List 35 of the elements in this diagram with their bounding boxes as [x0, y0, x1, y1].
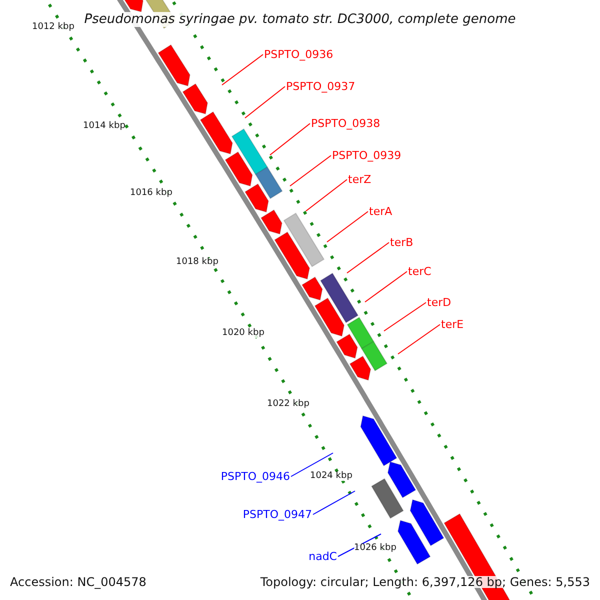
scale-label: 1020 kbp: [222, 329, 264, 338]
leader-line: [244, 86, 286, 118]
gene-label: PSPTO_0937: [286, 81, 356, 92]
gene-label: PSPTO_0938: [311, 118, 380, 129]
gene-label: PSPTO_0946: [220, 471, 290, 482]
gene-label: nadC: [308, 551, 337, 562]
leader-line: [306, 179, 348, 212]
scale-label: 1024 kbp: [310, 472, 352, 481]
scale-label: 1016 kbp: [130, 189, 172, 198]
scale-label: 1026 kbp: [354, 544, 396, 553]
scale-label: 1022 kbp: [267, 400, 310, 409]
gene-label: terC: [408, 266, 432, 277]
leader-line: [290, 155, 332, 186]
leader-line: [398, 324, 440, 354]
gene-label: terB: [390, 237, 414, 248]
scale-label: 1018 kbp: [176, 258, 218, 267]
gene-label: terZ: [348, 174, 372, 185]
leader-line: [346, 242, 390, 274]
leader-line: [290, 452, 334, 477]
gene-label: terE: [441, 319, 464, 330]
accession-text: Accession: NC_004578: [10, 576, 146, 588]
leader-line: [364, 271, 408, 302]
gene-label: PSPTO_0936: [264, 49, 334, 60]
leader-line: [384, 302, 426, 332]
leader-line: [312, 490, 356, 515]
scale-label: 1014 kbp: [83, 122, 126, 131]
gene-label: terD: [427, 297, 452, 308]
scale-label: 1012 kbp: [32, 23, 74, 32]
leader-line: [222, 54, 264, 86]
leader-line: [326, 211, 368, 242]
gene-label: PSPTO_0947: [242, 509, 312, 520]
genome-stats-text: Topology: circular; Length: 6,397,126 bp; Genes: 5,553: [260, 576, 590, 588]
gene-label: terA: [369, 206, 392, 217]
leader-line: [270, 123, 310, 156]
gene-label: PSPTO_0939: [332, 150, 402, 161]
